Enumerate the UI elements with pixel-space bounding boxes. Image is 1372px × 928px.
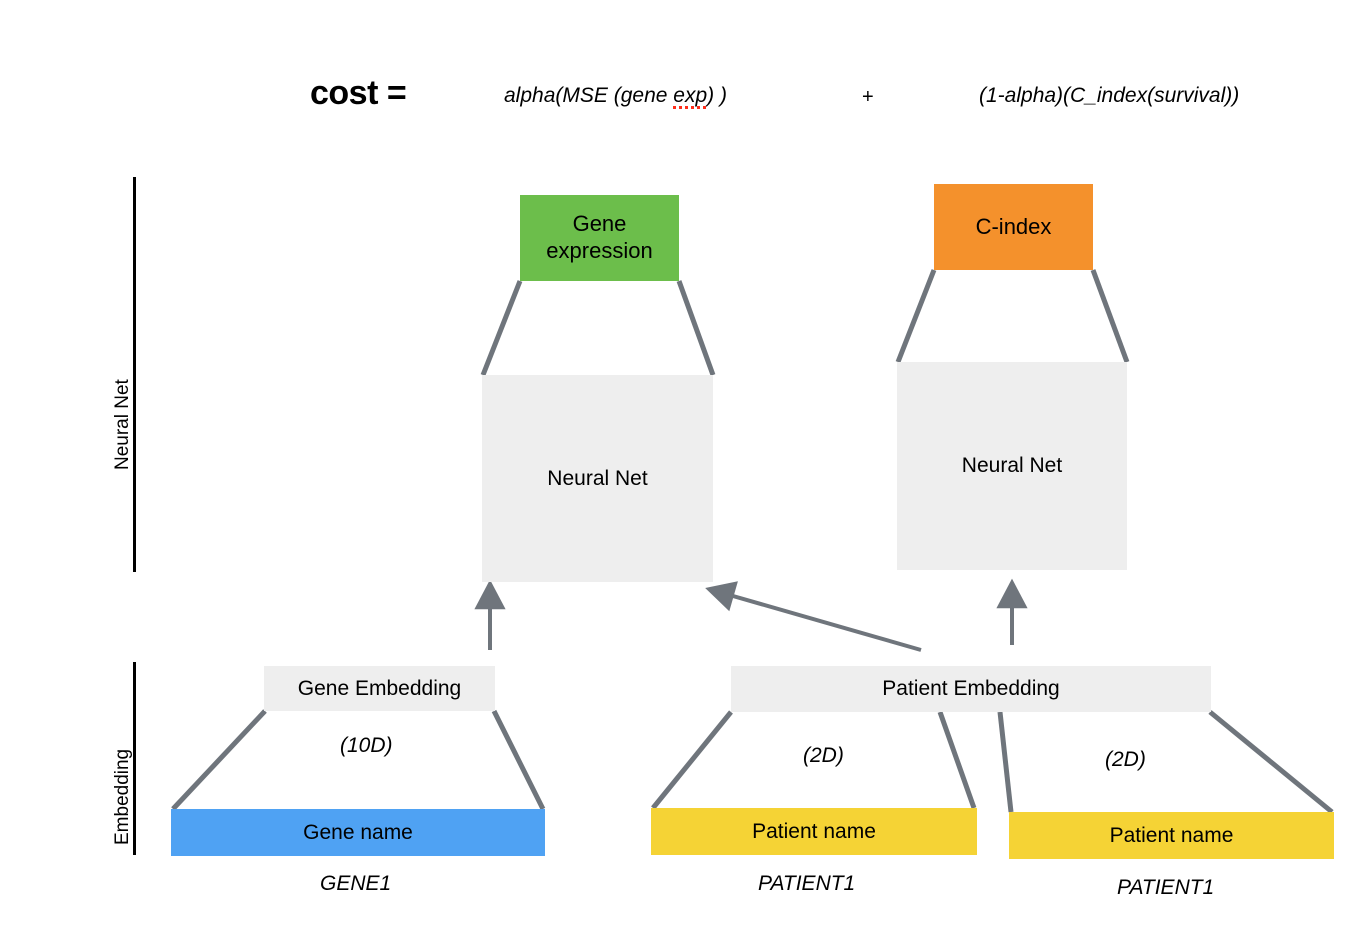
gene-embedding-dim-label: (10D) — [340, 734, 393, 757]
cost-label: cost = — [310, 74, 407, 112]
neural-net-left-box[interactable]: Neural Net — [482, 375, 713, 582]
neural-net-right-box[interactable]: Neural Net — [897, 362, 1127, 570]
gene-name-label: Gene name — [303, 820, 413, 844]
formula-plus-operator: + — [862, 86, 874, 108]
patient-name-box-1[interactable]: Patient name — [651, 808, 977, 855]
neural-net-section-rail — [133, 177, 136, 572]
neural-net-left-label: Neural Net — [547, 466, 648, 490]
patient-instance-label-2: PATIENT1 — [1117, 876, 1215, 899]
formula-term-mse-tail: ) ) — [707, 84, 727, 107]
patient-name-label-1: Patient name — [752, 819, 876, 843]
gene-name-box[interactable]: Gene name — [171, 809, 545, 856]
neural-net-section-label: Neural Net — [112, 379, 133, 470]
gene-embedding-label: Gene Embedding — [297, 676, 462, 700]
neural-net-right-label: Neural Net — [961, 454, 1063, 478]
c-index-box[interactable]: C-index — [934, 184, 1093, 270]
formula-term-mse-head: alpha(MSE (gene — [504, 84, 674, 107]
patient-instance-label-1: PATIENT1 — [758, 872, 856, 895]
patient-name-box-2[interactable]: Patient name — [1009, 812, 1334, 859]
patient-embedding-box[interactable]: Patient Embedding — [731, 666, 1211, 712]
formula-term-misspelled-word: exp — [673, 84, 708, 109]
patient-embedding-label: Patient Embedding — [882, 677, 1060, 701]
gene-embedding-box[interactable]: Gene Embedding — [264, 666, 495, 711]
gene-expression-box[interactable]: Gene expression — [520, 195, 679, 281]
formula-term-mse: alpha(MSE (gene exp) ) — [504, 84, 727, 109]
patient-embedding-dim-label-right: (2D) — [1105, 748, 1146, 771]
c-index-label: C-index — [975, 213, 1052, 239]
formula-term-cindex: (1-alpha)(C_index(survival)) — [979, 84, 1240, 107]
embedding-section-rail — [133, 662, 136, 855]
embedding-section-label: Embedding — [112, 748, 133, 845]
gene-instance-label: GENE1 — [320, 872, 392, 895]
gene-expression-label: Gene expression — [546, 211, 653, 263]
patient-name-label-2: Patient name — [1109, 823, 1234, 847]
patient-embedding-dim-label-left: (2D) — [803, 744, 844, 767]
